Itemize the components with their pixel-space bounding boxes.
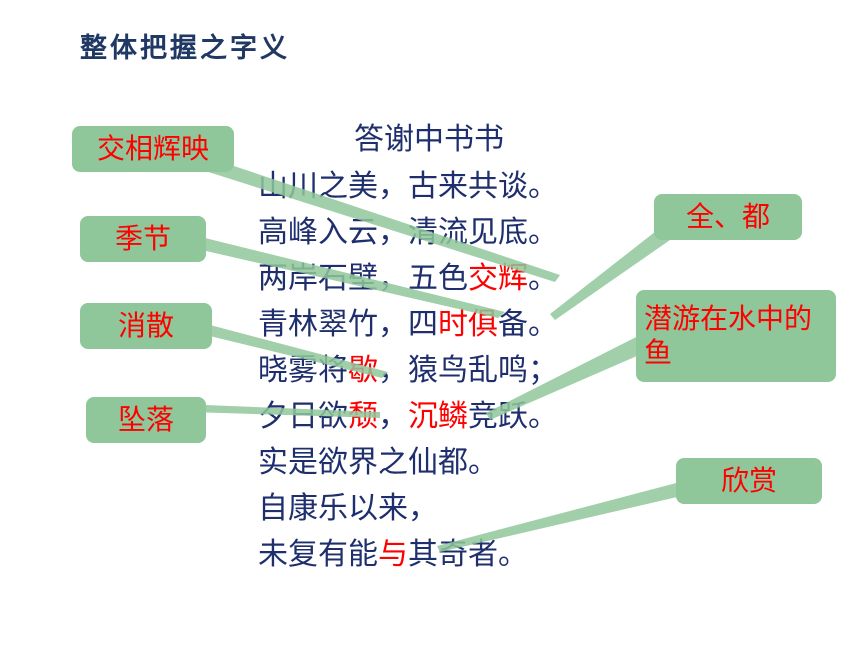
poem-text: 竞跃。 bbox=[468, 399, 558, 434]
poem-title: 答谢中书书 bbox=[354, 122, 504, 157]
page-heading: 整体把握之字义 bbox=[80, 33, 290, 64]
poem-text: 。 bbox=[528, 261, 558, 296]
poem-text: 夕日欲 bbox=[258, 399, 348, 434]
poem-line: 未复有能与其奇者。 bbox=[258, 532, 558, 578]
poem-text: 实是欲界之仙都。 bbox=[258, 445, 498, 480]
poem-body: 山川之美，古来共谈。高峰入云，清流见底。两岸石壁，五色交辉。青林翠竹，四时俱备。… bbox=[258, 164, 558, 578]
poem-text: ，猿鸟乱鸣； bbox=[378, 353, 558, 388]
poem-line: 山川之美，古来共谈。 bbox=[258, 164, 558, 210]
poem-line: 实是欲界之仙都。 bbox=[258, 440, 558, 486]
poem-text: 未复有能 bbox=[258, 537, 378, 572]
highlighted-word: 时 bbox=[438, 307, 468, 342]
callout-jiaohui: 交相辉映 bbox=[72, 126, 234, 172]
poem-line: 晓雾将歇，猿鸟乱鸣； bbox=[258, 348, 558, 394]
poem-text: 高峰入云，清流见底。 bbox=[258, 215, 558, 250]
poem-text: 自康乐以来， bbox=[258, 491, 438, 526]
callout-shi: 季节 bbox=[80, 216, 206, 262]
callout-ju: 全、都 bbox=[654, 194, 802, 240]
callout-tui: 坠落 bbox=[86, 397, 206, 443]
poem-text: ， bbox=[378, 399, 408, 434]
highlighted-word: 歇 bbox=[348, 353, 378, 388]
poem-text: 青林翠竹，四 bbox=[258, 307, 438, 342]
poem-line: 自康乐以来， bbox=[258, 486, 558, 532]
poem-text: 两岸石壁，五色 bbox=[258, 261, 468, 296]
poem-text: 其奇者。 bbox=[408, 537, 528, 572]
highlighted-word: 俱 bbox=[468, 307, 498, 342]
callout-yu: 欣赏 bbox=[676, 458, 822, 504]
highlighted-word: 沉鳞 bbox=[408, 399, 468, 434]
poem-line: 夕日欲颓，沉鳞竞跃。 bbox=[258, 394, 558, 440]
poem-line: 两岸石壁，五色交辉。 bbox=[258, 256, 558, 302]
poem-line: 青林翠竹，四时俱备。 bbox=[258, 302, 558, 348]
highlighted-word: 与 bbox=[378, 537, 408, 572]
poem-text: 山川之美，古来共谈。 bbox=[258, 169, 558, 204]
callout-xie: 消散 bbox=[80, 303, 212, 349]
poem-text: 晓雾将 bbox=[258, 353, 348, 388]
highlighted-word: 交辉 bbox=[468, 261, 528, 296]
poem-text: 备。 bbox=[498, 307, 558, 342]
highlighted-word: 颓 bbox=[348, 399, 378, 434]
callout-chenlin: 潜游在水中的鱼 bbox=[636, 290, 836, 382]
poem-line: 高峰入云，清流见底。 bbox=[258, 210, 558, 256]
